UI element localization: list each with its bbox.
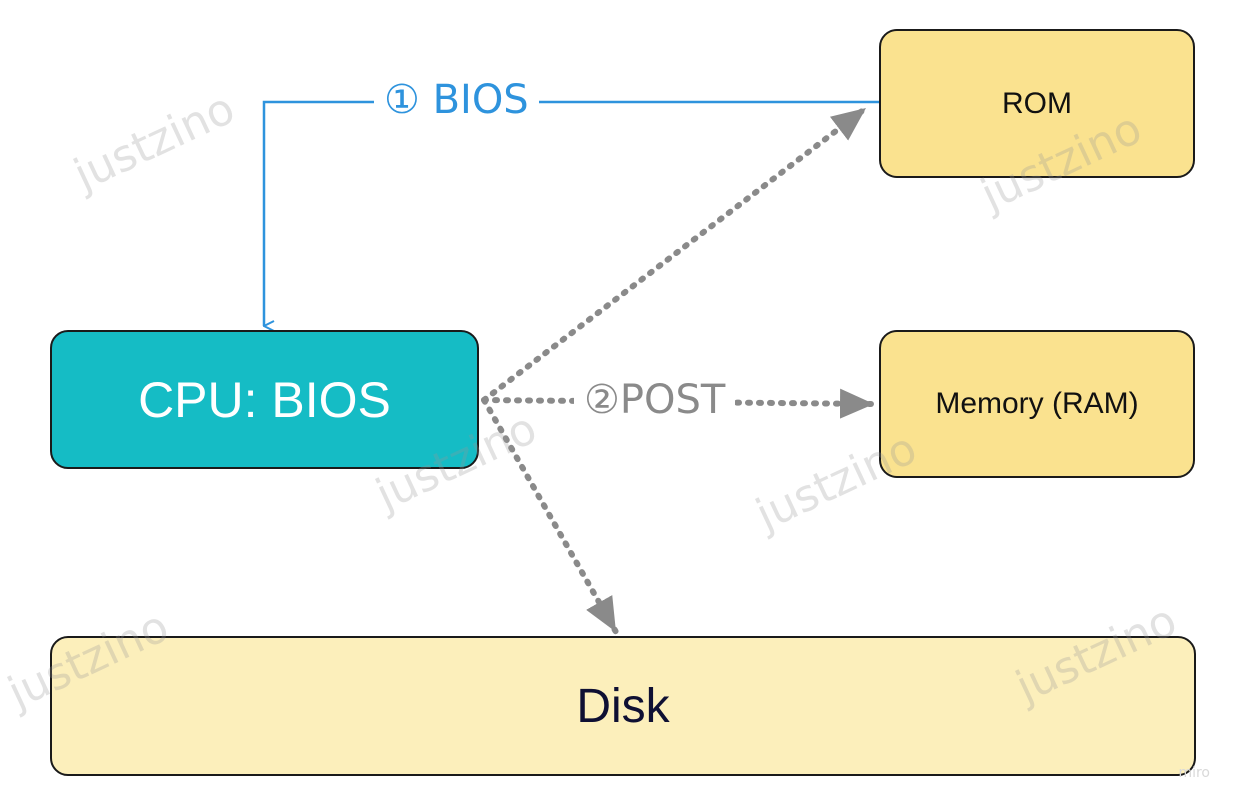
- cpu-node[interactable]: CPU: BIOS: [50, 330, 479, 469]
- disk-label: Disk: [576, 679, 670, 733]
- rom-node[interactable]: ROM: [879, 29, 1195, 178]
- miro-corner-mark: miro: [1178, 765, 1210, 781]
- post-arrow-to-disk: [481, 397, 619, 635]
- bios-edge-label: ① BIOS: [374, 80, 539, 120]
- memory-label: Memory (RAM): [935, 387, 1139, 420]
- memory-node[interactable]: Memory (RAM): [879, 330, 1195, 478]
- post-arrow-to-rom: [481, 105, 869, 403]
- cpu-label: CPU: BIOS: [138, 371, 391, 428]
- bios-connector: [262, 100, 879, 326]
- post-edge-label: ②POST: [574, 380, 736, 420]
- disk-node[interactable]: Disk: [50, 636, 1196, 776]
- rom-label: ROM: [1002, 86, 1072, 120]
